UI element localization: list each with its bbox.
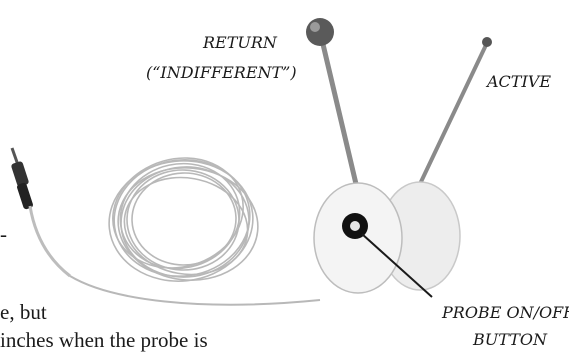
active-electrode-rod [408, 37, 492, 207]
probe-button-label-line1: PROBE ON/OFF [442, 303, 569, 322]
coiled-cable [69, 157, 321, 306]
active-label: ACTIVE [487, 72, 552, 91]
probe-button-label-line2: BUTTON [473, 330, 547, 349]
cropped-text-line1: e, but [0, 300, 47, 324]
return-label: RETURN [203, 33, 277, 52]
probe-button-leader-line [361, 233, 433, 298]
indifferent-label: (“INDIFFERENT”) [146, 63, 297, 82]
return-pad [313, 182, 403, 294]
cropped-text-dash: - [0, 222, 7, 246]
jack-plug [10, 147, 71, 278]
cropped-text-line2: inches when the probe is [0, 328, 208, 352]
